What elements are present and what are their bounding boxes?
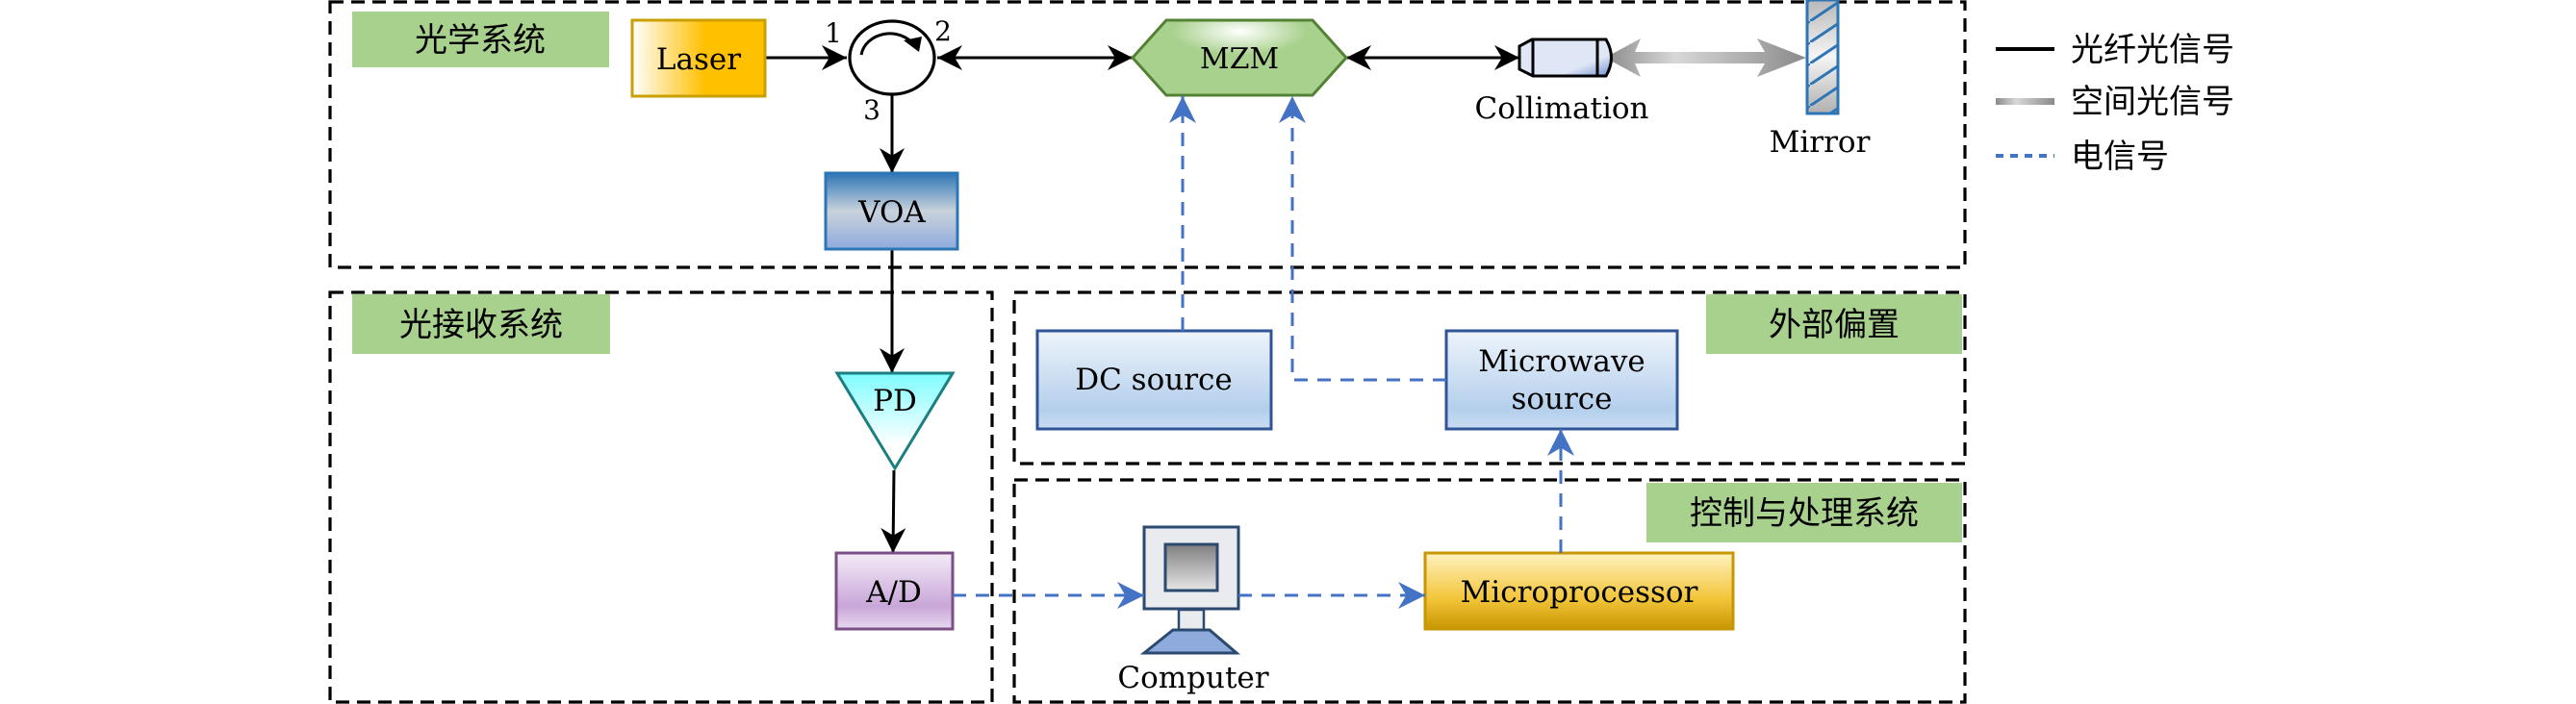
mirror-label: Mirror [1770, 125, 1871, 160]
mirror[interactable] [1805, 0, 1840, 115]
receiver-group-label: 光接收系统 [399, 306, 563, 344]
computer-screen-panel [1163, 542, 1219, 592]
circulator-port-1: 1 [825, 17, 842, 49]
microprocessor-label: Microprocessor [1461, 575, 1698, 610]
computer-neck [1177, 608, 1206, 632]
collimation-label: Collimation [1474, 91, 1648, 126]
bias-group-label-bg [1706, 294, 1962, 354]
microwave-label-line1: Microwave [1478, 344, 1645, 379]
computer-label: Computer [1117, 661, 1268, 695]
receiver-system-group [328, 290, 994, 704]
dc-source-label: DC source [1075, 363, 1233, 397]
control-group-label: 控制与处理系统 [1690, 494, 1919, 533]
computer-foot [1139, 628, 1241, 655]
microprocessor-box[interactable] [1423, 551, 1735, 631]
circulator-port-2: 2 [934, 15, 952, 47]
control-system-group [1012, 478, 1967, 704]
voa-label: VOA [857, 195, 926, 230]
adc-label: A/D [865, 575, 922, 610]
optical-group-label-bg [352, 12, 609, 67]
legend-space-swatch [1996, 98, 2054, 105]
collimator-body [1518, 38, 1613, 78]
mzm-label: MZM [1200, 42, 1279, 76]
mzm-modulator[interactable] [1130, 18, 1349, 97]
photodetector[interactable] [834, 371, 956, 471]
pd-label: PD [873, 384, 917, 418]
dc-source-box[interactable] [1035, 329, 1273, 431]
mirror-hatch [1805, 0, 1840, 115]
legend: 光纤光信号 空间光信号 电信号 [1996, 31, 2234, 176]
pd-to-adc-link [880, 469, 906, 554]
laser-box[interactable] [630, 18, 767, 98]
circulator-port-3: 3 [863, 94, 880, 126]
collimator[interactable] [1518, 38, 1613, 78]
microwave-label-line2: source [1511, 382, 1612, 416]
legend-fiber-label: 光纤光信号 [2071, 31, 2234, 69]
circulator-body [848, 19, 936, 96]
adc-box[interactable] [834, 551, 955, 631]
control-group-label-bg [1646, 483, 1962, 542]
circulator[interactable] [848, 19, 936, 96]
laser-label: Laser [656, 42, 741, 77]
bias-system-group [1012, 290, 1967, 465]
circulator-rotation-arrowhead [904, 37, 922, 52]
optical-system-group [328, 0, 1967, 269]
microwave-to-mzm-signal [1279, 96, 1446, 382]
free-space-beam [1605, 38, 1806, 77]
optical-group-label: 光学系统 [415, 21, 546, 60]
voa-box[interactable] [824, 171, 959, 251]
receiver-group-label-bg [352, 294, 610, 354]
legend-electrical-label: 电信号 [2071, 138, 2169, 176]
legend-space-label: 空间光信号 [2071, 83, 2234, 121]
bias-group-label: 外部偏置 [1769, 306, 1900, 344]
